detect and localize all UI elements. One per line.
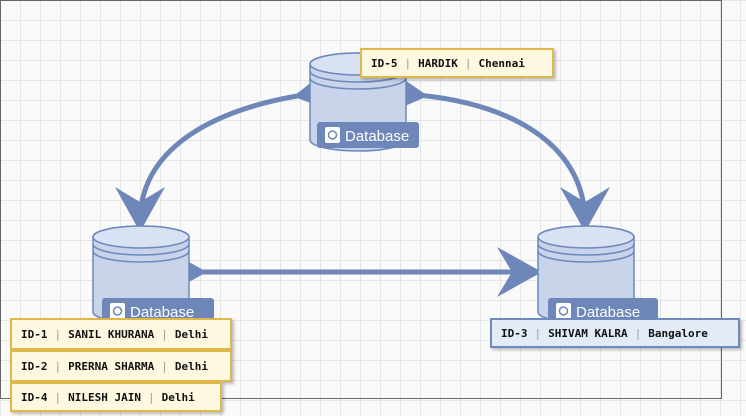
record-id-5[interactable]: ID-5 | HARDIK | Chennai [360, 48, 554, 78]
separator: | [54, 327, 62, 341]
database-label: Database [576, 304, 640, 321]
record-name: NILESH JAIN [68, 390, 141, 404]
database-left[interactable]: Database [92, 225, 214, 324]
database-icon [325, 127, 340, 143]
record-id-4[interactable]: ID-4 | NILESH JAIN | Delhi [10, 382, 222, 412]
separator: | [404, 56, 412, 70]
connector-top-left[interactable] [115, 64, 342, 232]
database-right[interactable]: Database [537, 225, 658, 324]
record-id-3[interactable]: ID-3 | SHIVAM KALRA | Bangalore [490, 318, 740, 348]
record-name: SHIVAM KALRA [548, 326, 628, 340]
database-icon [556, 303, 571, 319]
separator: | [161, 359, 168, 373]
database-label-box [317, 122, 419, 148]
database-icon [110, 303, 125, 319]
connector-top-right[interactable] [380, 66, 610, 232]
diagram-frame [0, 0, 722, 399]
record-city: Delhi [174, 359, 208, 373]
database-label: Database [130, 304, 194, 321]
record-city: Bangalore [648, 326, 708, 340]
separator: | [534, 326, 542, 340]
separator: | [54, 359, 62, 373]
record-id: ID-4 [21, 390, 48, 404]
record-name: SANIL KHURANA [68, 327, 155, 341]
record-id-2[interactable]: ID-2 | PRERNA SHARMA | Delhi [10, 350, 232, 382]
database-label: Database [345, 128, 409, 145]
record-city: Delhi [174, 327, 208, 341]
separator: | [464, 56, 472, 70]
record-id-1[interactable]: ID-1 | SANIL KHURANA | Delhi [10, 318, 232, 350]
record-city: Chennai [478, 56, 525, 70]
record-city: Delhi [161, 390, 195, 404]
record-id: ID-3 [501, 326, 528, 340]
database-label-box [102, 298, 214, 324]
record-id: ID-1 [21, 327, 48, 341]
record-id: ID-5 [371, 56, 398, 70]
separator: | [634, 326, 642, 340]
record-id: ID-2 [21, 359, 48, 373]
separator: | [161, 327, 168, 341]
separator: | [147, 390, 155, 404]
record-name: PRERNA SHARMA [68, 359, 155, 373]
record-name: HARDIK [418, 56, 458, 70]
separator: | [54, 390, 62, 404]
database-label-box [548, 298, 658, 324]
